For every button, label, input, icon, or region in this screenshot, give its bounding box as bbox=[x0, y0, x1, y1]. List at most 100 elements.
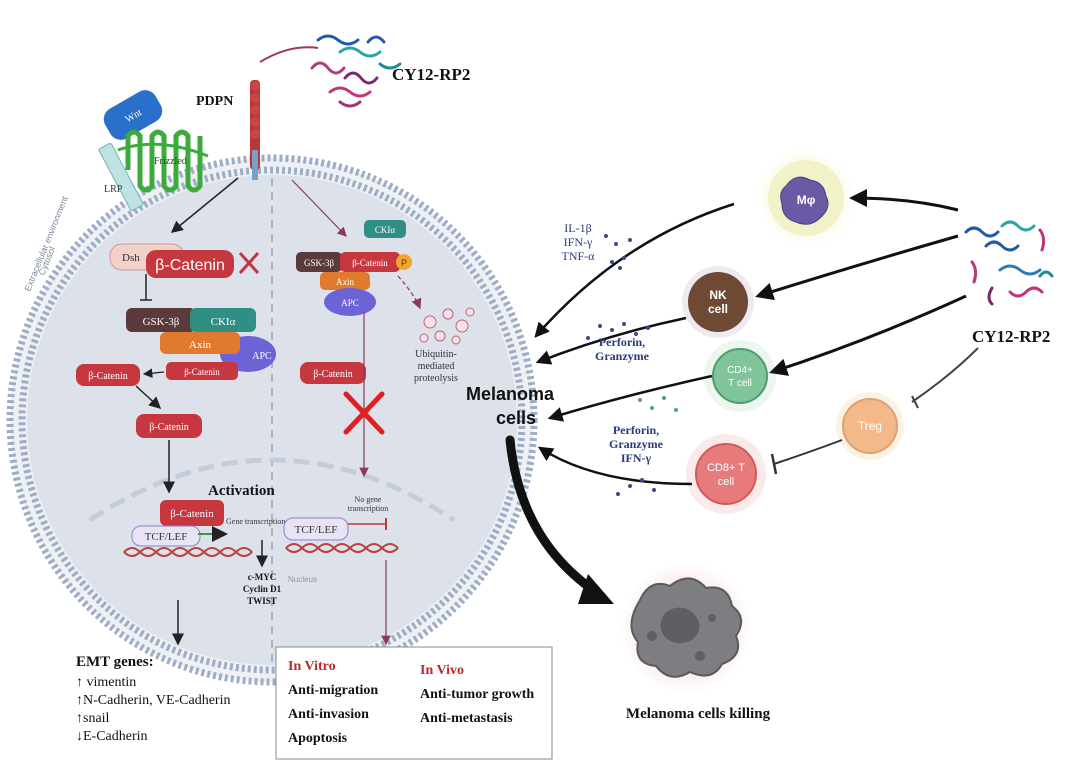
lrp-label: LRP bbox=[104, 184, 123, 195]
arrow-pdpn-to-complex bbox=[291, 179, 347, 237]
arrow-mphi-to-melanoma bbox=[534, 202, 735, 338]
ubiquitin-line1: Ubiquitin- bbox=[415, 349, 457, 360]
wnt-ligand bbox=[103, 90, 163, 140]
cytokine-dots bbox=[586, 234, 678, 496]
target-cyclin: Cyclin D1 bbox=[243, 584, 282, 594]
vivo-item-1: Anti-tumor growth bbox=[420, 687, 534, 702]
cytokine1-line3: TNF-α bbox=[562, 249, 596, 263]
emt-title: EMT genes: bbox=[76, 654, 154, 670]
arrow-pep-to-cd4 bbox=[769, 294, 967, 376]
cytokine3-line2: Granzyme bbox=[609, 437, 664, 451]
nk-cell bbox=[688, 272, 748, 332]
arrow-pep-to-treg bbox=[911, 347, 979, 403]
melanoma-line1: Melanoma bbox=[466, 384, 555, 404]
cd8-cell bbox=[695, 443, 757, 505]
cy12-peptides-right bbox=[964, 220, 1054, 306]
cytokine1-line2: IFN-γ bbox=[564, 235, 593, 249]
arrow-nk-to-melanoma bbox=[535, 316, 687, 365]
vitro-item-3: Apoptosis bbox=[288, 731, 348, 746]
tcf-left-node bbox=[131, 525, 201, 547]
no-gene-line2: transcription bbox=[348, 504, 388, 513]
nucleus-label: Nucleus bbox=[288, 575, 317, 584]
cd4-line1: CD4+ bbox=[727, 365, 753, 376]
cell-membrane-inner bbox=[18, 166, 526, 674]
in-vivo-title: In Vivo bbox=[420, 663, 464, 678]
treg-label: Treg bbox=[858, 419, 882, 433]
bcat-mid-label: β-Catenin bbox=[149, 422, 189, 433]
gsk-r-label: GSK-3β bbox=[304, 258, 335, 268]
destruction-complex-right bbox=[296, 220, 412, 316]
treg-inhibits-cd8 bbox=[773, 439, 843, 465]
cytokine3-line1: Perforin, bbox=[613, 423, 659, 437]
dna-right bbox=[285, 543, 399, 553]
arrow-pep-to-nk bbox=[755, 234, 959, 301]
frizzled-receptor bbox=[117, 129, 209, 193]
target-twist: TWIST bbox=[247, 596, 277, 606]
pdpn-receptor bbox=[250, 46, 319, 180]
arrow-pdpn-to-dsh bbox=[170, 177, 239, 233]
no-gene-line1: No gene bbox=[355, 495, 382, 504]
activation-label: Activation bbox=[208, 483, 275, 499]
bcat-main-node bbox=[146, 250, 234, 278]
emt-item-1: ↑ vimentin bbox=[76, 675, 136, 690]
arrow-pep-to-mphi bbox=[849, 189, 959, 212]
dead-cell-nucleus bbox=[660, 607, 700, 644]
blocked-x-mark bbox=[343, 391, 385, 435]
phospho-label: P bbox=[401, 258, 407, 268]
cd8-line2: cell bbox=[718, 476, 735, 488]
tcf-left-label: TCF/LEF bbox=[145, 531, 188, 543]
bcat-mid-node bbox=[136, 414, 202, 438]
vitro-item-1: Anti-migration bbox=[288, 683, 378, 698]
cd8-line1: CD8+ T bbox=[707, 462, 745, 474]
wnt-receptor-complex: Wnt LRP Frizzled bbox=[98, 90, 209, 211]
bcat-main-label: β-Catenin bbox=[155, 257, 225, 274]
gsk-label: GSK-3β bbox=[143, 316, 180, 328]
cytokine2-line2: Granzyme bbox=[595, 349, 650, 363]
arrow-to-bcat-mid bbox=[135, 385, 162, 410]
arrow-cd8-to-melanoma bbox=[537, 446, 693, 486]
tcf-right-node bbox=[283, 517, 349, 541]
pdpn-label: PDPN bbox=[196, 94, 233, 109]
axin-label: Axin bbox=[189, 339, 212, 351]
cd4-line2: T cell bbox=[728, 378, 752, 389]
cell-membrane-outer bbox=[6, 154, 538, 686]
killing-label: Melanoma cells killing bbox=[626, 706, 771, 722]
cd4-cell bbox=[712, 348, 768, 404]
ck1a-label: CKIα bbox=[211, 316, 236, 328]
bcat-free-node bbox=[76, 364, 140, 386]
bcat-free-label: β-Catenin bbox=[88, 371, 128, 382]
arrow-to-proteolysis bbox=[397, 275, 422, 310]
arrow-to-killing bbox=[505, 435, 601, 597]
bcat-small-label: β-Catenin bbox=[184, 367, 220, 377]
bcat-nuc-node bbox=[160, 500, 224, 526]
vivo-item-2: Anti-metastasis bbox=[420, 711, 513, 726]
arrow-cd4-to-melanoma bbox=[547, 374, 713, 422]
gene-transcription-label: Gene transcription bbox=[226, 517, 285, 526]
results-box bbox=[275, 646, 553, 760]
ubiquitin-line2: mediated bbox=[418, 361, 455, 372]
destruction-complex-left bbox=[126, 308, 276, 380]
in-vitro-title: In Vitro bbox=[288, 659, 336, 674]
cy12-peptides-top bbox=[310, 34, 402, 108]
axin-r-label: Axin bbox=[336, 277, 355, 287]
tcf-right-label: TCF/LEF bbox=[295, 524, 338, 536]
macrophage-cell bbox=[780, 176, 829, 225]
cy12-top-label: CY12-RP2 bbox=[392, 65, 470, 84]
emt-item-3: ↑snail bbox=[76, 711, 110, 726]
ck1a-r-label: CKIα bbox=[375, 225, 395, 235]
apc-r-label: APC bbox=[341, 298, 359, 308]
lrp-receptor bbox=[98, 143, 144, 211]
cytokine3-line3: IFN-γ bbox=[621, 451, 652, 465]
nk-line2: cell bbox=[708, 302, 728, 316]
arrow-to-killing-head bbox=[578, 574, 614, 604]
dsh-label: Dsh bbox=[122, 252, 140, 264]
inhibition-x-mark bbox=[238, 251, 260, 275]
ubiquitin-line3: proteolysis bbox=[414, 373, 458, 384]
bcat-r-label: β-Catenin bbox=[352, 258, 388, 268]
vitro-item-2: Anti-invasion bbox=[288, 707, 369, 722]
dna-left bbox=[123, 547, 253, 557]
melanoma-line2: cells bbox=[496, 408, 536, 428]
bcat-nuc-label: β-Catenin bbox=[170, 508, 214, 520]
